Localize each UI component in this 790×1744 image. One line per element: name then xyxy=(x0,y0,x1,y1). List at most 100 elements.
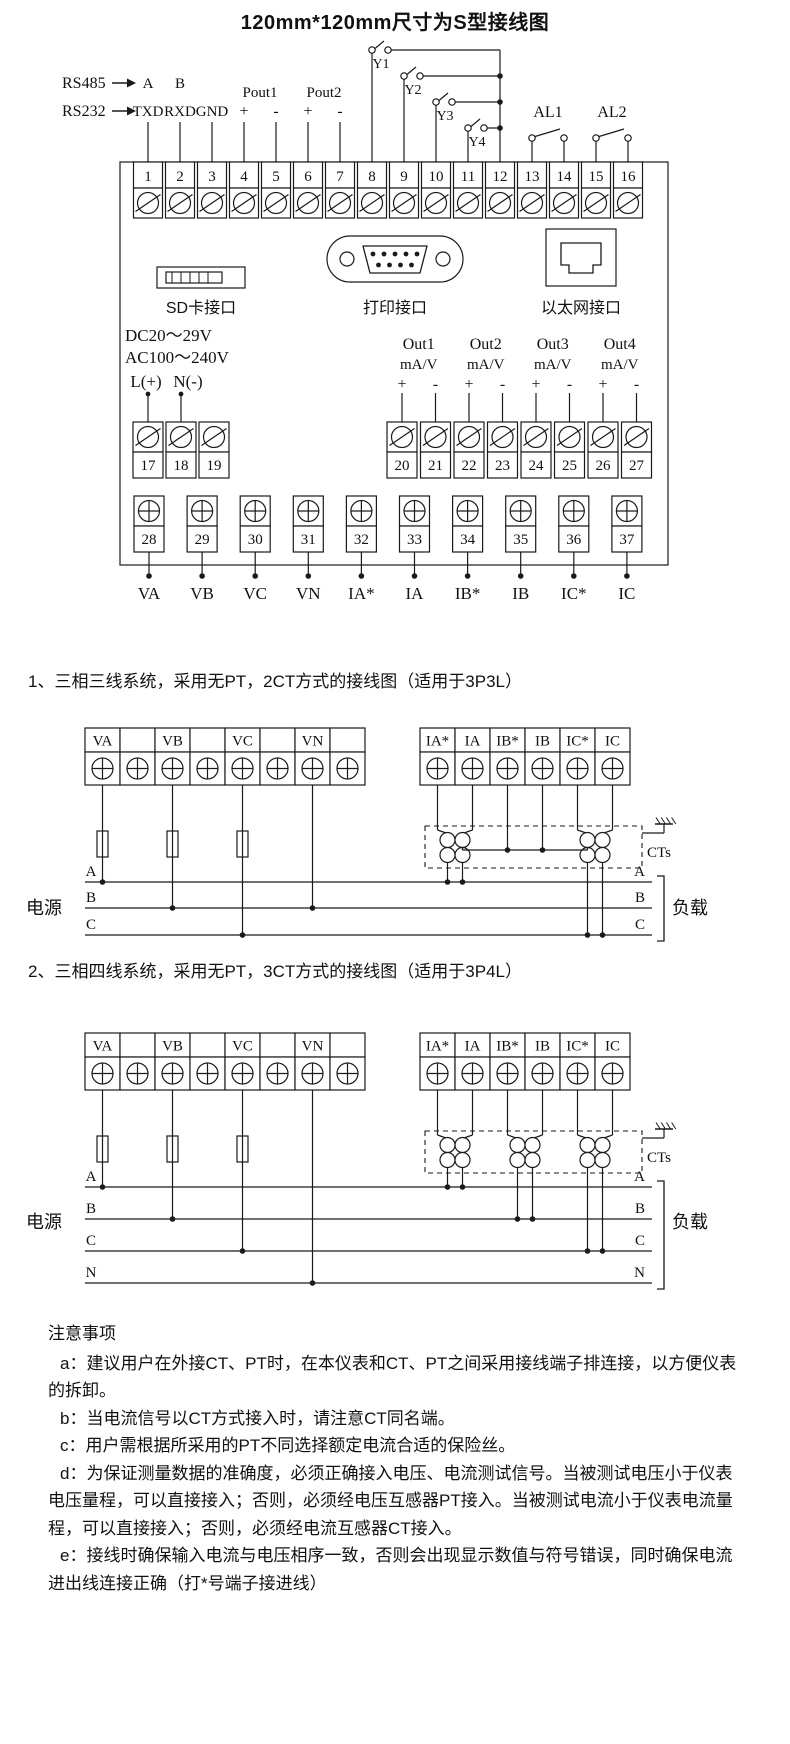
terminal-number-box xyxy=(292,525,324,553)
screw-slot xyxy=(423,194,449,212)
junction-dot xyxy=(239,932,246,938)
terminal-number-box xyxy=(612,161,644,189)
phase-label-left: A xyxy=(86,864,97,880)
ct-winding xyxy=(454,1151,471,1169)
terminal-number: 9 xyxy=(400,169,408,185)
out-unit: mA/V xyxy=(601,357,639,373)
db9-pin xyxy=(409,262,414,268)
terminal-number-box xyxy=(132,451,164,479)
terminal-number: 6 xyxy=(304,169,312,185)
polarity-label: + xyxy=(397,376,406,393)
ground-hatch xyxy=(665,1122,672,1130)
screw-slot xyxy=(168,428,194,446)
rs485-pin: B xyxy=(175,76,185,92)
input-terminal-label: VB xyxy=(190,584,214,603)
notes-section: 注意事项 a：建议用户在外接CT、PT时，在本仪表和CT、PT之间采用接线端子排… xyxy=(48,1320,748,1597)
polarity-label: - xyxy=(567,376,572,393)
screw-slot xyxy=(489,428,516,446)
terminal-label: IB* xyxy=(496,734,519,750)
screw-slot xyxy=(523,428,549,446)
phase-label-left: C xyxy=(86,1233,96,1249)
terminal-label: IA* xyxy=(426,1039,449,1055)
terminal-number: 27 xyxy=(629,458,645,474)
relay-switch-blade xyxy=(438,92,449,101)
relay-switch-contact xyxy=(368,46,376,54)
terminal-number-box xyxy=(553,451,586,479)
junction-dot xyxy=(571,573,577,579)
terminal-number-box xyxy=(345,525,377,553)
junction-dot xyxy=(309,905,316,911)
ct-group-box xyxy=(424,825,643,869)
junction-dot xyxy=(529,1216,536,1222)
junction-dot xyxy=(497,99,503,105)
alarm-switch-blade xyxy=(534,128,561,138)
out-unit: mA/V xyxy=(467,357,505,373)
load-bracket xyxy=(657,1180,665,1290)
diagram1-title: 1、三相三线系统，采用无PT，2CT方式的接线图（适用于3P3L） xyxy=(28,672,522,691)
terminal-label: VA xyxy=(93,734,113,750)
ct-winding xyxy=(594,831,611,849)
screw-slot xyxy=(359,194,385,212)
screw-slot xyxy=(583,194,609,212)
db9-body xyxy=(362,245,428,274)
terminal-label-box xyxy=(329,1032,366,1058)
junction-dot xyxy=(411,573,418,579)
phase-label-right: B xyxy=(635,1201,645,1217)
ethernet-port-outline xyxy=(545,228,617,287)
terminal-number: 30 xyxy=(248,532,263,548)
input-terminal-label: IC xyxy=(618,584,635,603)
polarity-label: - xyxy=(337,103,342,120)
terminal-number-box xyxy=(453,451,485,479)
relay-switch-contact xyxy=(480,124,488,132)
power-spec: DC20～29V xyxy=(125,326,213,345)
out-label: Out1 xyxy=(403,336,435,353)
alarm-switch-contact xyxy=(560,134,568,142)
terminal-label: VC xyxy=(232,1039,253,1055)
ct-winding xyxy=(594,1136,611,1154)
junction-dot xyxy=(497,125,503,131)
junction-dot xyxy=(599,1248,606,1254)
power-spec: AC100～240V xyxy=(125,348,230,367)
terminal-label: IA xyxy=(465,734,481,750)
terminal-number-box xyxy=(292,161,324,189)
terminal-label-box xyxy=(329,727,366,753)
pout-label: Pout1 xyxy=(242,85,277,101)
db9-pin xyxy=(414,251,420,257)
terminal-number: 18 xyxy=(174,458,189,474)
input-terminal-label: IB* xyxy=(455,584,481,603)
terminal-number: 12 xyxy=(493,169,508,185)
terminal-number-box xyxy=(420,161,452,189)
ct-winding xyxy=(454,831,471,849)
screw-slot xyxy=(623,428,650,446)
junction-dot xyxy=(169,1216,176,1222)
terminal-number-box xyxy=(198,451,230,479)
terminal-number: 33 xyxy=(407,532,422,548)
mount-hole xyxy=(339,251,355,267)
rs232-label: RS232 xyxy=(62,103,106,120)
terminal-label-box xyxy=(189,1032,226,1058)
sd-card-inner xyxy=(165,271,223,284)
db9-pin xyxy=(381,251,387,257)
mount-hole xyxy=(435,251,451,267)
junction-dot xyxy=(252,573,258,579)
terminal-number-box xyxy=(419,451,452,479)
junction-dot xyxy=(169,905,176,911)
junction-dot xyxy=(517,573,524,579)
phase-label-left: N xyxy=(86,1265,97,1281)
note-item-d: d：为保证测量数据的准确度，必须正确接入电压、电流测试信号。当被测试电压小于仪表… xyxy=(48,1463,733,1538)
page-title: 120mm*120mm尺寸为S型接线图 xyxy=(240,12,550,34)
junction-dot xyxy=(599,932,606,938)
screw-slot xyxy=(455,194,481,212)
junction-dot xyxy=(99,1184,106,1190)
screw-slot xyxy=(556,428,583,446)
phase-label-left: C xyxy=(86,917,96,933)
terminal-number: 14 xyxy=(557,169,573,185)
terminal-number: 3 xyxy=(208,169,216,185)
terminal-label-box xyxy=(224,727,261,753)
terminal-number-box xyxy=(558,525,590,553)
junction-dot xyxy=(444,1184,451,1190)
terminal-number: 36 xyxy=(566,532,582,548)
db9-pin xyxy=(398,262,403,268)
relay-switch-blade xyxy=(470,118,481,127)
